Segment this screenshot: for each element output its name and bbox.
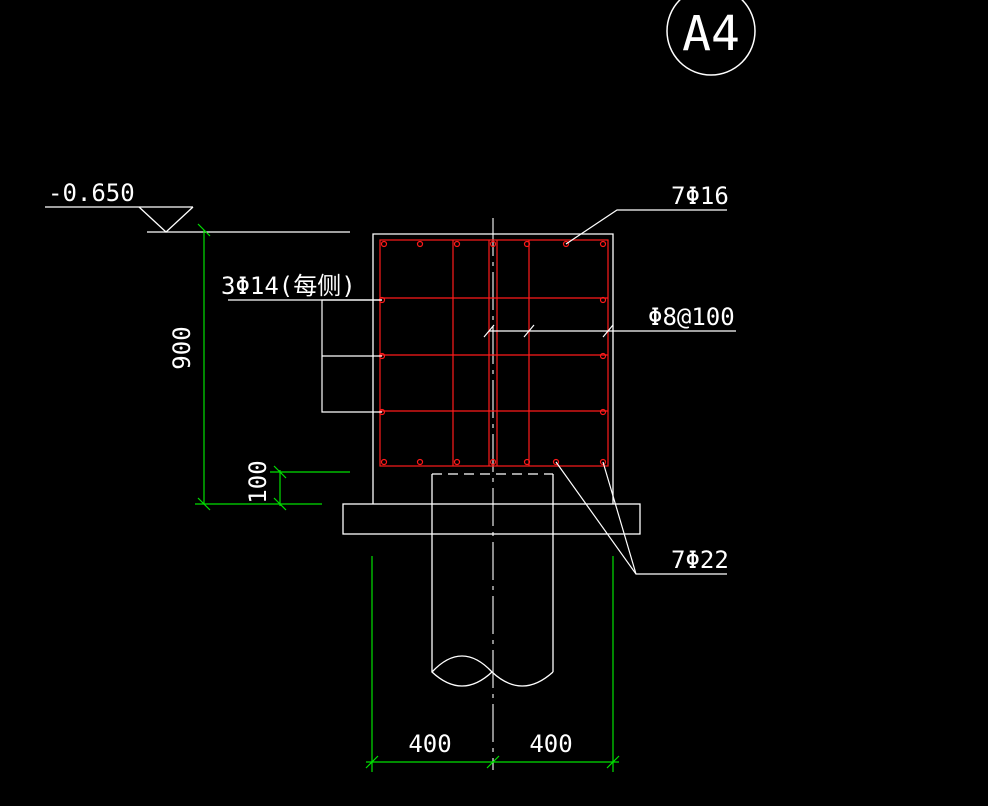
leader-stirrup-tick-1: [483, 324, 495, 338]
stirrup-outer: [379, 239, 609, 467]
rebar-side-right-3: [599, 408, 607, 416]
pile-break-right: [491, 671, 554, 687]
rebar-side-right-1: [599, 296, 607, 304]
rebar-cage: [379, 239, 609, 467]
leader-bottom-rebar-line-2: [602, 461, 637, 575]
dim-cover-label: 100: [244, 460, 272, 503]
dimension-cover: [270, 465, 350, 511]
rebar-top-5: [523, 240, 531, 248]
dim-cover-tick-bottom: [273, 497, 287, 511]
section-tag-label: A4: [682, 6, 740, 62]
rebar-top-6: [562, 240, 570, 248]
elevation-triangle: [138, 206, 194, 233]
dimension-height: [195, 223, 322, 511]
rebar-bottom-3: [453, 458, 461, 466]
rebar-bottom-4: [489, 458, 497, 466]
elevation-marker: [45, 206, 350, 233]
section-tag: A4: [666, 0, 756, 76]
leader-top-rebar-line: [565, 209, 727, 245]
rebar-bottom-1: [380, 458, 388, 466]
beam-outline: [342, 233, 641, 535]
rebar-bottom-2: [416, 458, 424, 466]
leader-stirrup-tick-3: [602, 324, 614, 338]
dim-height-tick-top: [197, 223, 211, 237]
pile-break-left: [431, 655, 493, 687]
label-bottom-rebar: 7Φ22: [671, 546, 729, 574]
leader-side-rebar: [228, 299, 382, 413]
dim-height-label: 900: [168, 326, 196, 369]
label-side-rebar: 3Φ14(每侧): [221, 272, 356, 300]
rebar-top-2: [416, 240, 424, 248]
label-stirrup: Φ8@100: [648, 303, 735, 331]
elevation-label: -0.650: [48, 179, 135, 207]
dimension-width: [365, 556, 620, 772]
dim-width-tick-mid: [486, 755, 500, 769]
leader-stirrup-tick-2: [523, 324, 535, 338]
rebar-top-1: [380, 240, 388, 248]
cushion-cap: [342, 503, 641, 535]
label-top-rebar: 7Φ16: [671, 182, 729, 210]
dim-width-tick-left: [365, 755, 379, 769]
leader-top-rebar: [565, 209, 727, 245]
rebar-top-7: [599, 240, 607, 248]
leader-stirrup: [483, 324, 736, 338]
dim-right-label: 400: [529, 730, 572, 758]
dim-width-tick-right: [606, 755, 620, 769]
rebar-top-3: [453, 240, 461, 248]
leader-bottom-rebar: [555, 461, 727, 575]
rebar-bottom-7: [599, 458, 607, 466]
rebar-bottom-5: [523, 458, 531, 466]
pile: [431, 473, 554, 687]
rebar-top-4: [489, 240, 497, 248]
section-tag-circle: [666, 0, 756, 76]
dim-left-label: 400: [408, 730, 451, 758]
rebar-bottom-6: [552, 458, 560, 466]
rebar-side-right-2: [599, 352, 607, 360]
